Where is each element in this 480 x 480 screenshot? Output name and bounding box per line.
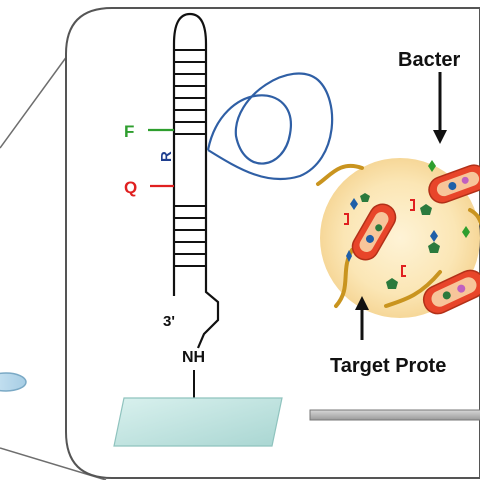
red-bracket-marks <box>344 199 415 277</box>
zoom-panel <box>65 7 480 479</box>
receptor-label: R <box>158 151 175 162</box>
substrate-bar <box>309 409 480 421</box>
glass-slide <box>113 397 283 447</box>
bacterium-icon <box>351 203 397 261</box>
sample-dish-fragment <box>0 372 27 392</box>
arrow-up-icon <box>355 296 369 340</box>
bacterium-icon <box>428 164 480 204</box>
protein-icon <box>360 193 440 289</box>
bacterium-icon <box>422 269 480 315</box>
three-prime-label: 3' <box>163 313 175 330</box>
bacteria-label: Bacter <box>398 49 460 71</box>
fluorophore-label: F <box>124 122 134 141</box>
aptamer-loop <box>206 72 334 181</box>
sample-droplet <box>316 158 480 318</box>
base-pairs <box>174 49 206 267</box>
aptamer-backbone <box>172 12 220 349</box>
arrow-down-icon <box>433 72 447 144</box>
quencher-label: Q <box>124 178 137 197</box>
marker-icon <box>346 160 470 262</box>
target-protein-label: Target Prote <box>330 355 446 377</box>
amine-linker-label: NH <box>182 349 205 366</box>
aptamer-hairpin <box>148 12 334 349</box>
